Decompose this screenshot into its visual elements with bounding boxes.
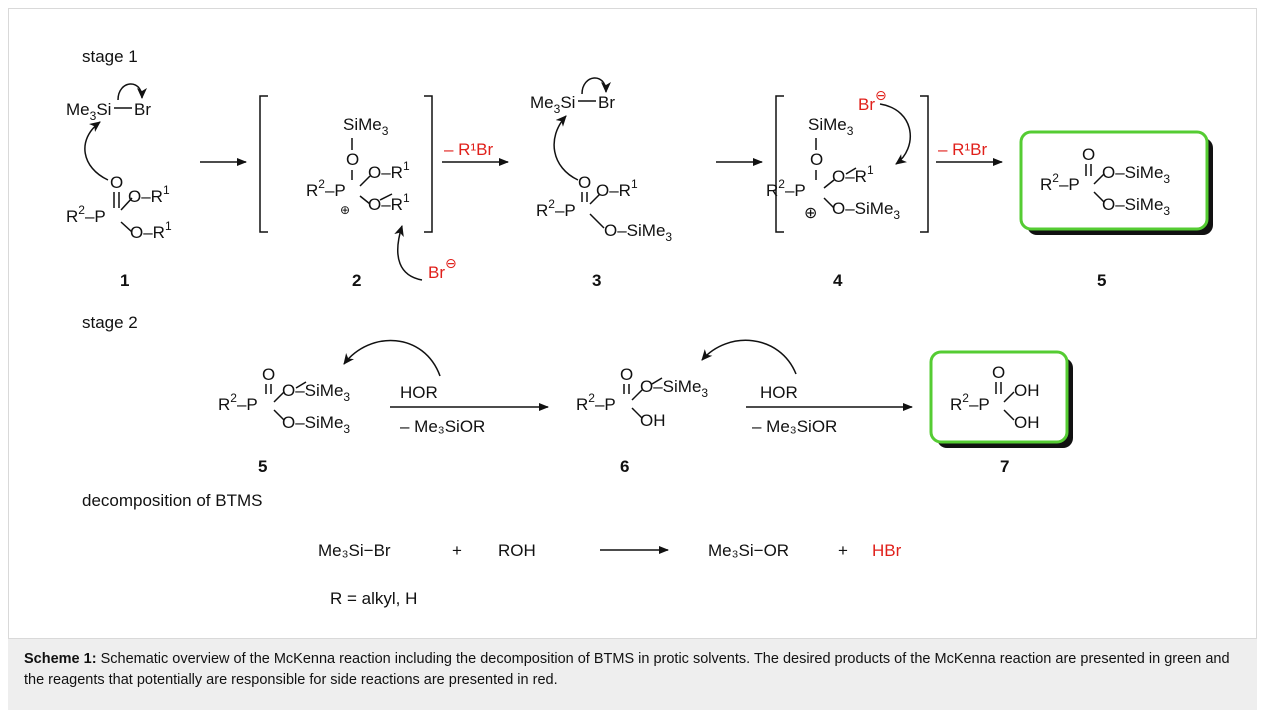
compound-3: Me3Si Br O R2–P O–R1 O–SiMe3	[530, 77, 672, 244]
eq-product-2: HBr	[872, 541, 902, 560]
compound-number-4: 4	[833, 271, 843, 290]
caption-label: Scheme 1:	[24, 651, 97, 667]
svg-text:O–R1: O–R1	[130, 219, 172, 242]
stage-2-label: stage 2	[82, 313, 138, 332]
svg-text:Me3Si: Me3Si	[66, 100, 111, 123]
svg-text:O–SiMe3: O–SiMe3	[1102, 195, 1170, 218]
svg-text:R2–P: R2–P	[766, 177, 806, 200]
svg-text:O–R1: O–R1	[596, 177, 638, 200]
caption-text: Schematic overview of the McKenna reacti…	[24, 651, 1230, 688]
svg-text:O: O	[346, 150, 359, 169]
svg-text:OH: OH	[1014, 413, 1040, 432]
svg-text:O: O	[992, 363, 1005, 382]
product-5-box: O R2–P O–SiMe3 O–SiMe3	[1019, 130, 1213, 235]
svg-text:Br: Br	[134, 100, 151, 119]
svg-text:Me3Si: Me3Si	[530, 93, 575, 116]
figure-caption: Scheme 1: Schematic overview of the McKe…	[8, 638, 1257, 710]
svg-text:⊕: ⊕	[804, 205, 817, 222]
svg-text:O: O	[262, 365, 275, 384]
intermediate-4: SiMe3 O R2–P ⊕ O–R1 O–SiMe3	[766, 95, 929, 233]
byproduct-me3sior-1: – Me₃SiOR	[400, 417, 485, 436]
svg-text:R2–P: R2–P	[218, 391, 258, 414]
compound-number-1: 1	[120, 271, 129, 290]
svg-text:O–SiMe3: O–SiMe3	[282, 413, 350, 436]
svg-text:O–R1: O–R1	[368, 159, 410, 182]
compound-number-6: 6	[620, 457, 629, 476]
svg-text:Br⊖: Br⊖	[428, 255, 457, 282]
byproduct-me3sior-2: – Me₃SiOR	[752, 417, 837, 436]
eq-plus-2: +	[838, 541, 848, 560]
svg-text:O: O	[620, 365, 633, 384]
stage-1-label: stage 1	[82, 47, 138, 66]
svg-text:O–SiMe3: O–SiMe3	[1102, 163, 1170, 186]
svg-text:R2–P: R2–P	[536, 197, 576, 220]
svg-text:R2–P: R2–P	[306, 177, 346, 200]
svg-text:R2–P: R2–P	[1040, 171, 1080, 194]
loss-r1br-1: – R¹Br	[444, 140, 493, 159]
reaction-scheme: stage 1 Me3Si Br O R2–P O–R1 O–R1 SiMe3 …	[66, 47, 1213, 608]
svg-text:Br⊖: Br⊖	[858, 87, 887, 114]
reagent-hor-1: HOR	[400, 383, 438, 402]
svg-text:O: O	[1082, 145, 1095, 164]
svg-text:O–R1: O–R1	[128, 183, 170, 206]
svg-text:SiMe3: SiMe3	[808, 115, 854, 138]
svg-text:SiMe3: SiMe3	[343, 115, 389, 138]
compound-number-5: 5	[1097, 271, 1106, 290]
svg-text:O–R1: O–R1	[832, 163, 874, 186]
svg-text:⊕: ⊕	[340, 203, 350, 217]
svg-text:R2–P: R2–P	[576, 391, 616, 414]
svg-text:R2–P: R2–P	[950, 391, 990, 414]
compound-number-7: 7	[1000, 457, 1009, 476]
eq-plus-1: +	[452, 541, 462, 560]
compound-6: O R2–P O–SiMe3 OH	[576, 339, 797, 430]
svg-text:R2–P: R2–P	[66, 203, 106, 226]
decomposition-label: decomposition of BTMS	[82, 491, 262, 510]
svg-text:O–SiMe3: O–SiMe3	[282, 381, 350, 404]
svg-text:Br: Br	[598, 93, 615, 112]
compound-1: Me3Si Br O R2–P O–R1 O–R1	[66, 83, 172, 242]
decomposition-equation: Me₃Si−Br + ROH Me₃Si−OR + HBr	[318, 541, 902, 560]
compound-number-3: 3	[592, 271, 601, 290]
svg-text:OH: OH	[640, 411, 666, 430]
eq-product-1: Me₃Si−OR	[708, 541, 789, 560]
r-definition: R = alkyl, H	[330, 589, 417, 608]
svg-text:OH: OH	[1014, 381, 1040, 400]
eq-reactant-2: ROH	[498, 541, 536, 560]
intermediate-2: SiMe3 O R2–P ⊕ O–R1 O–R1	[259, 95, 433, 281]
svg-text:O: O	[578, 173, 591, 192]
svg-text:O–R1: O–R1	[368, 191, 410, 214]
svg-text:O–SiMe3: O–SiMe3	[640, 377, 708, 400]
svg-text:O–SiMe3: O–SiMe3	[832, 199, 900, 222]
compound-number-5b: 5	[258, 457, 267, 476]
compound-5-stage2: O R2–P O–SiMe3 O–SiMe3	[218, 339, 441, 436]
svg-text:O: O	[810, 150, 823, 169]
loss-r1br-2: – R¹Br	[938, 140, 987, 159]
compound-number-2: 2	[352, 271, 361, 290]
eq-reactant-1: Me₃Si−Br	[318, 541, 391, 560]
svg-text:O: O	[110, 173, 123, 192]
reagent-hor-2: HOR	[760, 383, 798, 402]
product-7-box: O R2–P OH OH	[929, 350, 1073, 448]
svg-text:O–SiMe3: O–SiMe3	[604, 221, 672, 244]
